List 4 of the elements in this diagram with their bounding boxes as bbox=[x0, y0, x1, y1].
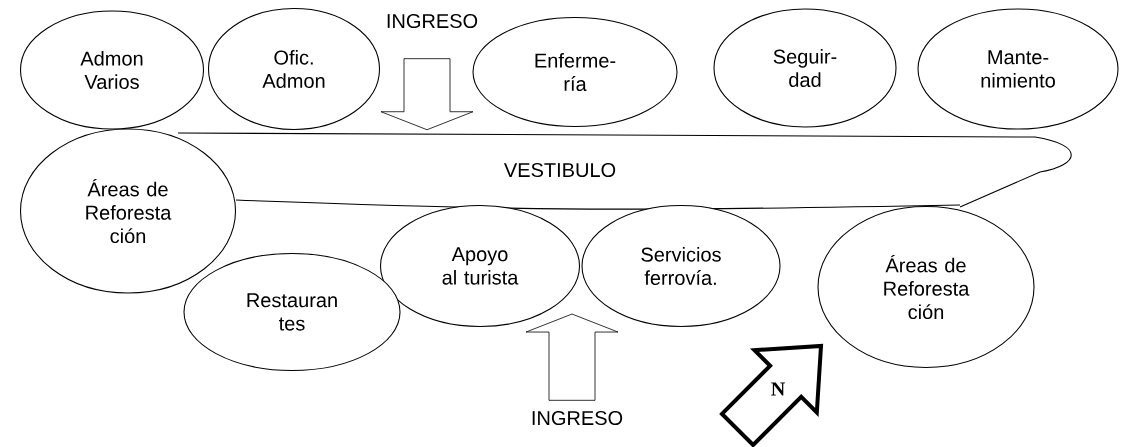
lobby-band: VESTIBULO bbox=[177, 132, 1072, 210]
entrance-label: INGRESO bbox=[532, 410, 623, 426]
entrance-arrow bbox=[380, 58, 474, 131]
entrance-arrow bbox=[525, 313, 619, 401]
